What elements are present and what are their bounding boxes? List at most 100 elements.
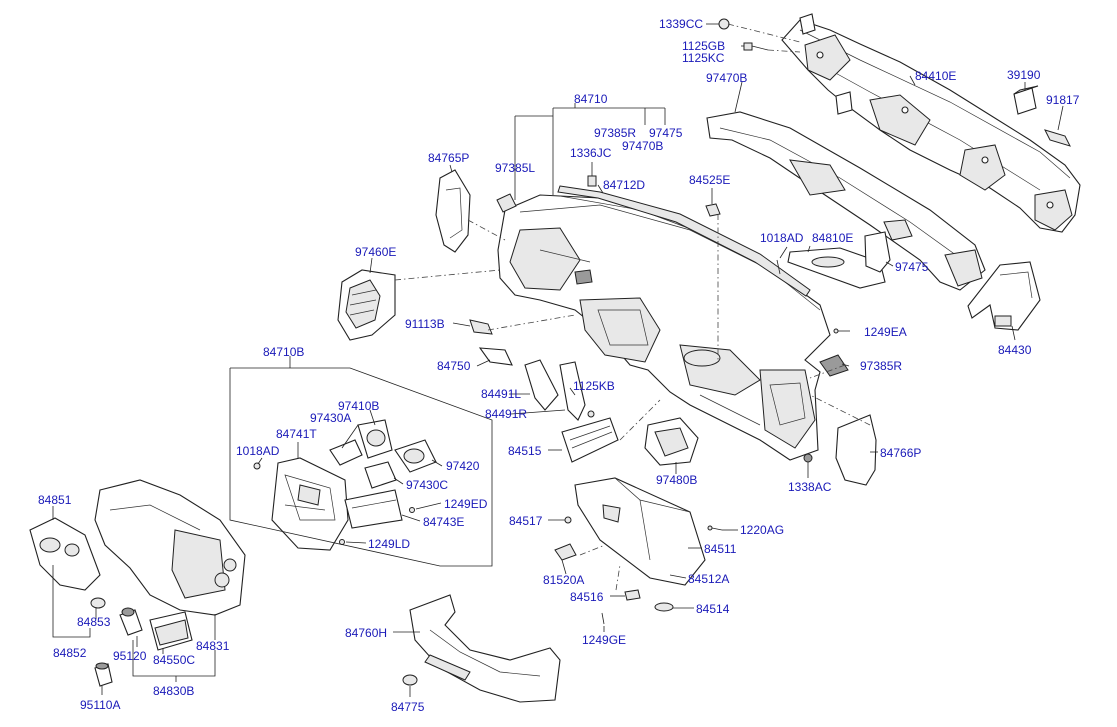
- ring-84853-part: [90, 597, 106, 609]
- label-39190: 39190: [1007, 68, 1041, 82]
- label-97385r-right: 97385R: [860, 359, 902, 373]
- crash-pad-main-part: [497, 194, 831, 461]
- label-84512a: 84512A: [688, 572, 729, 586]
- label-84491l: 84491L: [481, 387, 521, 401]
- screw-1249ge-part: [601, 612, 605, 625]
- bolt-1018ad-right-part: [776, 259, 781, 275]
- label-97430c: 97430C: [406, 478, 448, 492]
- label-97385r-top: 97385R: [594, 126, 636, 140]
- vent-97385r-part: [819, 354, 849, 377]
- label-84831: 84831: [196, 639, 230, 653]
- duct-97475-part: [864, 231, 891, 273]
- label-84760h: 84760H: [345, 626, 387, 640]
- label-84810e: 84810E: [812, 231, 853, 245]
- label-84514: 84514: [696, 602, 730, 616]
- lighter-95120-part: [119, 607, 143, 636]
- side-cover-84765p-part: [435, 169, 471, 253]
- cluster-facia-part: [94, 479, 246, 616]
- label-84515: 84515: [508, 444, 542, 458]
- label-1220ag: 1220AG: [740, 523, 784, 537]
- label-1249ld: 1249LD: [368, 537, 410, 551]
- screw-84517-part: [564, 516, 572, 524]
- label-97410b: 97410B: [338, 399, 379, 413]
- label-97470b-mid: 97470B: [622, 139, 663, 153]
- label-84830b: 84830B: [153, 684, 194, 698]
- side-cover-84766p-part: [835, 414, 877, 486]
- cover-84515-part: [561, 417, 619, 463]
- label-84511: 84511: [704, 542, 737, 556]
- label-84712d: 84712D: [603, 178, 645, 192]
- label-97385l: 97385L: [495, 161, 535, 175]
- label-97430a: 97430A: [310, 411, 351, 425]
- stopper-84514-part: [654, 602, 674, 612]
- cluster-cover-84851-part: [29, 517, 101, 591]
- label-1339cc: 1339CC: [659, 17, 703, 31]
- label-1018ad-right: 1018AD: [760, 231, 804, 245]
- tray-84550c-part: [149, 611, 193, 651]
- relay-39190-part: [1013, 85, 1039, 115]
- cowl-cross-bar-part: [781, 13, 1081, 233]
- label-81520a: 81520A: [543, 573, 584, 587]
- fuse-91817-part: [1044, 129, 1071, 147]
- label-84750: 84750: [437, 359, 471, 373]
- label-84765p: 84765P: [428, 151, 469, 165]
- label-84741t: 84741T: [276, 427, 317, 441]
- label-84766p: 84766P: [880, 446, 921, 460]
- bracket-84750-part: [478, 347, 513, 366]
- label-84525e: 84525E: [689, 173, 730, 187]
- defroster-nozzle-part: [557, 185, 811, 297]
- label-84851: 84851: [38, 493, 72, 507]
- label-84743e: 84743E: [423, 515, 464, 529]
- label-84517: 84517: [509, 514, 543, 528]
- screw-1220ag-part: [707, 525, 723, 531]
- label-95110a: 95110A: [80, 698, 120, 712]
- label-84775: 84775: [391, 700, 425, 714]
- center-fascia-group: [253, 419, 437, 551]
- center-vent-97480b-part: [644, 417, 699, 466]
- nut-1338ac-part: [803, 453, 813, 463]
- label-97420: 97420: [446, 459, 480, 473]
- leader-lines: [52, 23, 1064, 697]
- striker-81520a-part: [554, 543, 577, 561]
- heater-duct-part: [706, 111, 986, 291]
- label-95120: 95120: [113, 649, 147, 663]
- label-84430: 84430: [998, 343, 1032, 357]
- label-97460e: 97460E: [355, 245, 396, 259]
- side-air-vent-97460e-part: [337, 269, 396, 341]
- label-1018ad-left: 1018AD: [236, 444, 280, 458]
- clip-1336jc-part: [587, 175, 597, 187]
- label-1249ea: 1249EA: [864, 325, 907, 339]
- label-84710: 84710: [574, 92, 608, 106]
- label-84550c: 84550C: [153, 653, 195, 667]
- label-84516: 84516: [570, 590, 604, 604]
- label-91817: 91817: [1046, 93, 1080, 107]
- part-number-labels: 1339CC 1125GB 1125KC 84410E 39190 91817 …: [38, 17, 1080, 714]
- label-84853: 84853: [77, 615, 111, 629]
- label-84852: 84852: [53, 646, 87, 660]
- plate-91113b-part: [469, 319, 493, 335]
- label-1336jc: 1336JC: [570, 146, 612, 160]
- screw-1249ea-part: [833, 328, 850, 334]
- side-vent-97385l-part: [496, 193, 517, 213]
- label-1338ac: 1338AC: [788, 480, 832, 494]
- bracket-84525e-part: [705, 203, 721, 217]
- label-84491r: 84491R: [485, 407, 527, 421]
- cap-84775-part: [402, 674, 418, 686]
- label-84710b: 84710B: [263, 345, 304, 359]
- glove-box-part: [574, 477, 706, 586]
- nut-1339cc-part: [718, 18, 730, 30]
- plug-95110a-part: [94, 662, 113, 687]
- label-97480b: 97480B: [656, 473, 697, 487]
- damper-84516-part: [624, 589, 641, 601]
- shelf-84810e-part: [787, 247, 886, 289]
- bracket-84430-part: [967, 261, 1041, 331]
- label-1125kb: 1125KB: [573, 379, 615, 393]
- label-1125gb: 1125GB: [682, 39, 725, 53]
- label-1125kc: 1125KC: [682, 51, 725, 65]
- label-91113b: 91113B: [405, 317, 445, 331]
- label-97475-top: 97475: [649, 126, 683, 140]
- label-1249ed: 1249ED: [444, 497, 488, 511]
- label-84410e: 84410E: [915, 69, 956, 83]
- label-1249ge: 1249GE: [582, 633, 626, 647]
